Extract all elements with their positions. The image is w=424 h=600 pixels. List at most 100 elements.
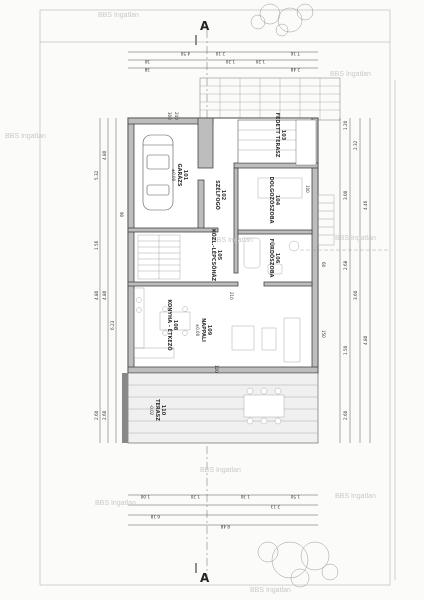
- watermark: BBS Ingatlan: [335, 235, 376, 242]
- watermark: BBS Ingatlan: [335, 493, 376, 500]
- watermark: BBS Ingatlan: [5, 133, 46, 140]
- svg-text:30: 30: [144, 59, 150, 64]
- dimension-lines-bottom: [128, 494, 318, 526]
- svg-text:-0.02: -0.02: [149, 405, 154, 416]
- svg-text:101: 101: [182, 170, 188, 181]
- bath-fixtures: [243, 237, 300, 275]
- room-label-bath: 106 FÜRDŐSZOBA: [268, 239, 280, 278]
- svg-text:103: 103: [280, 130, 286, 141]
- watermark: BBS Ingatlan: [98, 12, 139, 19]
- dimension-lines-left: [99, 118, 117, 443]
- svg-text:6.18: 6.18: [150, 514, 160, 519]
- svg-text:SZÉLFOGÓ: SZÉLFOGÓ: [214, 180, 222, 210]
- svg-text:4.80: 4.80: [94, 290, 99, 300]
- room-label-windlobby: 102 SZÉLFOGÓ: [214, 180, 226, 210]
- car-icon: [142, 134, 174, 211]
- svg-text:2.60: 2.60: [102, 410, 107, 420]
- opening-labels: 240 300 150 210 100 90 120 60: [119, 112, 326, 373]
- svg-text:±0.00: ±0.00: [171, 169, 176, 182]
- svg-text:2.60: 2.60: [94, 410, 99, 420]
- svg-text:4.80: 4.80: [102, 150, 107, 160]
- svg-text:109: 109: [206, 325, 212, 336]
- svg-text:1.56: 1.56: [94, 240, 99, 250]
- dimension-text-left: 5.32 4.80 1.56 4.80 4.80 6.23 2.60 2.60: [94, 150, 115, 420]
- room-label-garage: 101 GARÁZS ±0.00: [171, 164, 188, 187]
- svg-text:1.20: 1.20: [343, 120, 348, 130]
- svg-text:240: 240: [174, 112, 179, 120]
- kitchen-counter: [133, 287, 175, 359]
- watermark: BBS Ingatlan: [212, 237, 253, 244]
- svg-text:FÜRDŐSZOBA: FÜRDŐSZOBA: [268, 239, 275, 278]
- svg-text:1.20: 1.20: [255, 59, 265, 64]
- tree-icon: [257, 541, 339, 588]
- dimension-lines-right: [339, 118, 371, 443]
- sheet-frame: [39, 9, 391, 586]
- svg-text:1.20: 1.20: [225, 59, 235, 64]
- room-label-covered-terrace: 103 FEDETT TERASZ: [274, 113, 286, 158]
- svg-text:GARÁZS: GARÁZS: [176, 164, 183, 187]
- watermark: BBS Ingatlan: [95, 500, 136, 507]
- terrace-furniture: [243, 387, 285, 425]
- svg-text:KÖZL.-LÉPCSŐHÁZ: KÖZL.-LÉPCSŐHÁZ: [210, 229, 218, 282]
- room-label-study: 104 DOLGOZÓSZOBA: [268, 177, 280, 224]
- svg-text:FEDETT TERASZ: FEDETT TERASZ: [274, 113, 280, 158]
- svg-text:3.00: 3.00: [343, 190, 348, 200]
- svg-text:38: 38: [144, 67, 150, 72]
- dimension-text-right: 1.20 2.32 3.00 4.46 2.68 3.60 1.50 4.80 …: [343, 120, 368, 420]
- svg-text:5.32: 5.32: [94, 170, 99, 180]
- interior-stairs: [137, 234, 181, 280]
- svg-text:110: 110: [160, 405, 166, 416]
- svg-text:2.48: 2.48: [290, 67, 300, 72]
- room-label-terrace: 110 TERASZ -0.02: [149, 399, 166, 421]
- svg-text:108: 108: [172, 320, 178, 331]
- section-label-top: A: [200, 19, 210, 33]
- svg-text:1.50: 1.50: [290, 494, 300, 499]
- dimension-text-bottom: 1.00 1.20 1.30 1.50 8.48 6.18 2.13: [140, 494, 300, 529]
- dimension-text-top: 4.50 1.20 1.20 2.48 30 38 2.10 7.16: [144, 51, 300, 72]
- dimension-lines-top: [128, 51, 318, 69]
- svg-text:102: 102: [220, 190, 226, 201]
- svg-text:4.80: 4.80: [102, 290, 107, 300]
- svg-text:2.68: 2.68: [343, 260, 348, 270]
- room-label-hall: 105 KÖZL.-LÉPCSŐHÁZ: [210, 229, 222, 282]
- tree-icon: [250, 3, 314, 37]
- svg-text:NAPPALI: NAPPALI: [200, 318, 206, 342]
- svg-text:DOLGOZÓSZOBA: DOLGOZÓSZOBA: [268, 177, 275, 224]
- living-furniture: [231, 317, 301, 363]
- svg-text:100: 100: [305, 185, 310, 193]
- watermark: BBS Ingatlan: [330, 71, 371, 78]
- watermark: BBS Ingatlan: [250, 587, 291, 594]
- svg-text:4.46: 4.46: [363, 200, 368, 210]
- top-paving: [199, 77, 341, 121]
- watermark: BBS Ingatlan: [200, 467, 241, 474]
- svg-text:2.60: 2.60: [343, 410, 348, 420]
- svg-text:60: 60: [321, 262, 326, 268]
- svg-text:TERASZ: TERASZ: [154, 399, 160, 421]
- exterior-stairs: [317, 194, 335, 246]
- svg-text:8.48: 8.48: [220, 524, 230, 529]
- svg-text:2.13: 2.13: [270, 504, 280, 509]
- terrace-area: [127, 372, 319, 444]
- svg-text:104: 104: [274, 195, 280, 206]
- svg-text:7.16: 7.16: [290, 51, 300, 56]
- svg-text:KONYHA - ÉTKEZŐ: KONYHA - ÉTKEZŐ: [166, 299, 174, 350]
- svg-text:2.32: 2.32: [353, 140, 358, 150]
- svg-text:210: 210: [229, 292, 234, 300]
- svg-text:300: 300: [167, 112, 172, 120]
- svg-text:106: 106: [274, 253, 280, 264]
- section-label-bottom: A: [200, 571, 210, 585]
- svg-text:1.50: 1.50: [343, 345, 348, 355]
- svg-text:6.23: 6.23: [110, 320, 115, 330]
- svg-text:1.20: 1.20: [190, 494, 200, 499]
- dining-table: [159, 306, 191, 336]
- svg-text:120: 120: [214, 365, 219, 373]
- svg-text:105: 105: [216, 250, 222, 261]
- svg-text:4.80: 4.80: [363, 335, 368, 345]
- svg-text:1.00: 1.00: [140, 494, 150, 499]
- svg-text:90: 90: [119, 212, 124, 218]
- svg-text:4.50: 4.50: [180, 51, 190, 56]
- room-label-kitchen: 108 KONYHA - ÉTKEZŐ: [166, 299, 178, 350]
- svg-text:±0.00: ±0.00: [195, 324, 200, 337]
- svg-text:150: 150: [321, 330, 326, 338]
